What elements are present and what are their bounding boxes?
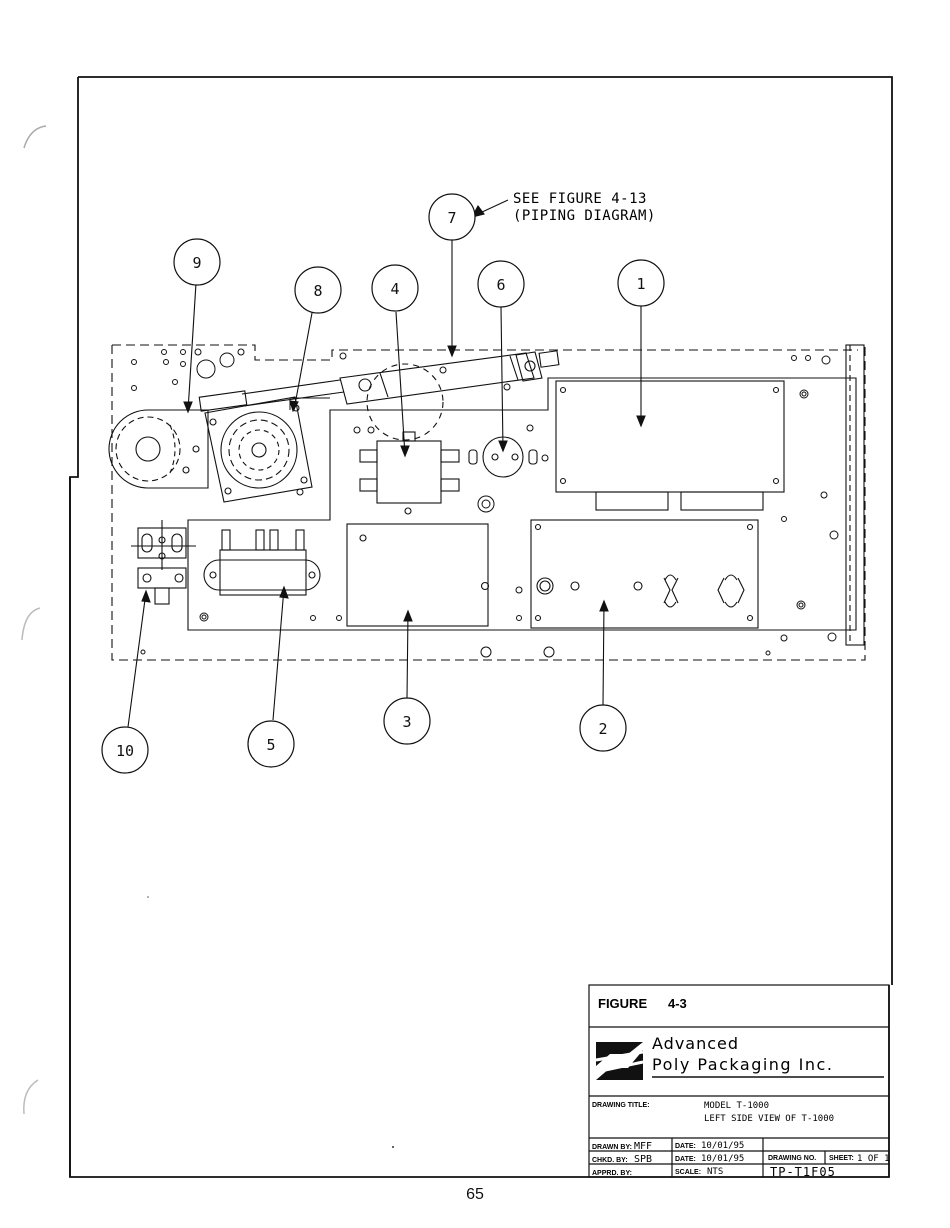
note-piping-diagram: (PIPING DIAGRAM) bbox=[513, 208, 656, 224]
company-name-line1: Advanced bbox=[652, 1034, 739, 1053]
company-name-line2: Poly Packaging Inc. bbox=[652, 1055, 833, 1074]
component-7-air-cylinder bbox=[199, 351, 559, 411]
callout-1-label: 1 bbox=[636, 275, 645, 293]
figure-number: 4-3 bbox=[668, 996, 687, 1011]
company-logo bbox=[596, 1042, 643, 1080]
callout-5-label: 5 bbox=[266, 736, 275, 754]
drawn-by-value: MFF bbox=[634, 1141, 652, 1152]
checked-by-value: SPB bbox=[634, 1154, 652, 1165]
drawing-number-label: DRAWING NO. bbox=[768, 1155, 816, 1162]
component-3-plate bbox=[347, 524, 489, 626]
checked-by-label: CHKD. BY: bbox=[592, 1157, 628, 1164]
scale-label: SCALE: bbox=[675, 1169, 701, 1176]
callout-9-label: 9 bbox=[192, 254, 201, 272]
callout-6-label: 6 bbox=[496, 276, 505, 294]
drawing-title-label: DRAWING TITLE: bbox=[592, 1102, 650, 1109]
component-1-control-board bbox=[556, 381, 784, 510]
component-2-plate bbox=[531, 520, 758, 628]
approved-by-label: APPRD. BY: bbox=[592, 1170, 632, 1177]
drawing-number-value: TP-T1F05 bbox=[770, 1165, 836, 1179]
component-4-relay bbox=[360, 364, 459, 514]
callout-3-label: 3 bbox=[402, 713, 411, 731]
callout-7-label: 7 bbox=[447, 209, 456, 227]
date-value-2: 10/01/95 bbox=[701, 1154, 744, 1164]
callout-balloons bbox=[102, 194, 664, 773]
callout-8-label: 8 bbox=[313, 282, 322, 300]
date-value-1: 10/01/95 bbox=[701, 1141, 744, 1151]
page-number: 65 bbox=[0, 1186, 950, 1204]
sheet-value: 1 OF 1 bbox=[857, 1154, 890, 1164]
punch-mark-top bbox=[24, 126, 46, 148]
date-label-1: DATE: bbox=[675, 1143, 696, 1150]
mounting-holes bbox=[132, 349, 839, 657]
sheet-label: SHEET: bbox=[829, 1155, 854, 1162]
date-label-2: DATE: bbox=[675, 1156, 696, 1163]
component-5-terminal bbox=[204, 530, 320, 595]
scale-value: NTS bbox=[707, 1167, 723, 1177]
callout-2-label: 2 bbox=[598, 720, 607, 738]
drawn-by-label: DRAWN BY: bbox=[592, 1144, 632, 1151]
callout-10-label: 10 bbox=[116, 742, 134, 760]
drawing-title-line2: LEFT SIDE VIEW OF T-1000 bbox=[704, 1114, 834, 1124]
note-see-figure: SEE FIGURE 4-13 bbox=[513, 191, 647, 207]
punch-mark-middle bbox=[22, 608, 40, 640]
component-9-belt-drive bbox=[109, 410, 208, 488]
punch-mark-bottom bbox=[24, 1080, 38, 1114]
drawing-title-line1: MODEL T-1000 bbox=[704, 1101, 769, 1111]
component-8-motor bbox=[205, 397, 312, 502]
inner-mounting-plate bbox=[188, 378, 856, 630]
component-10-bracket bbox=[131, 520, 196, 604]
callout-4-label: 4 bbox=[390, 280, 399, 298]
figure-label: FIGURE bbox=[598, 996, 647, 1011]
